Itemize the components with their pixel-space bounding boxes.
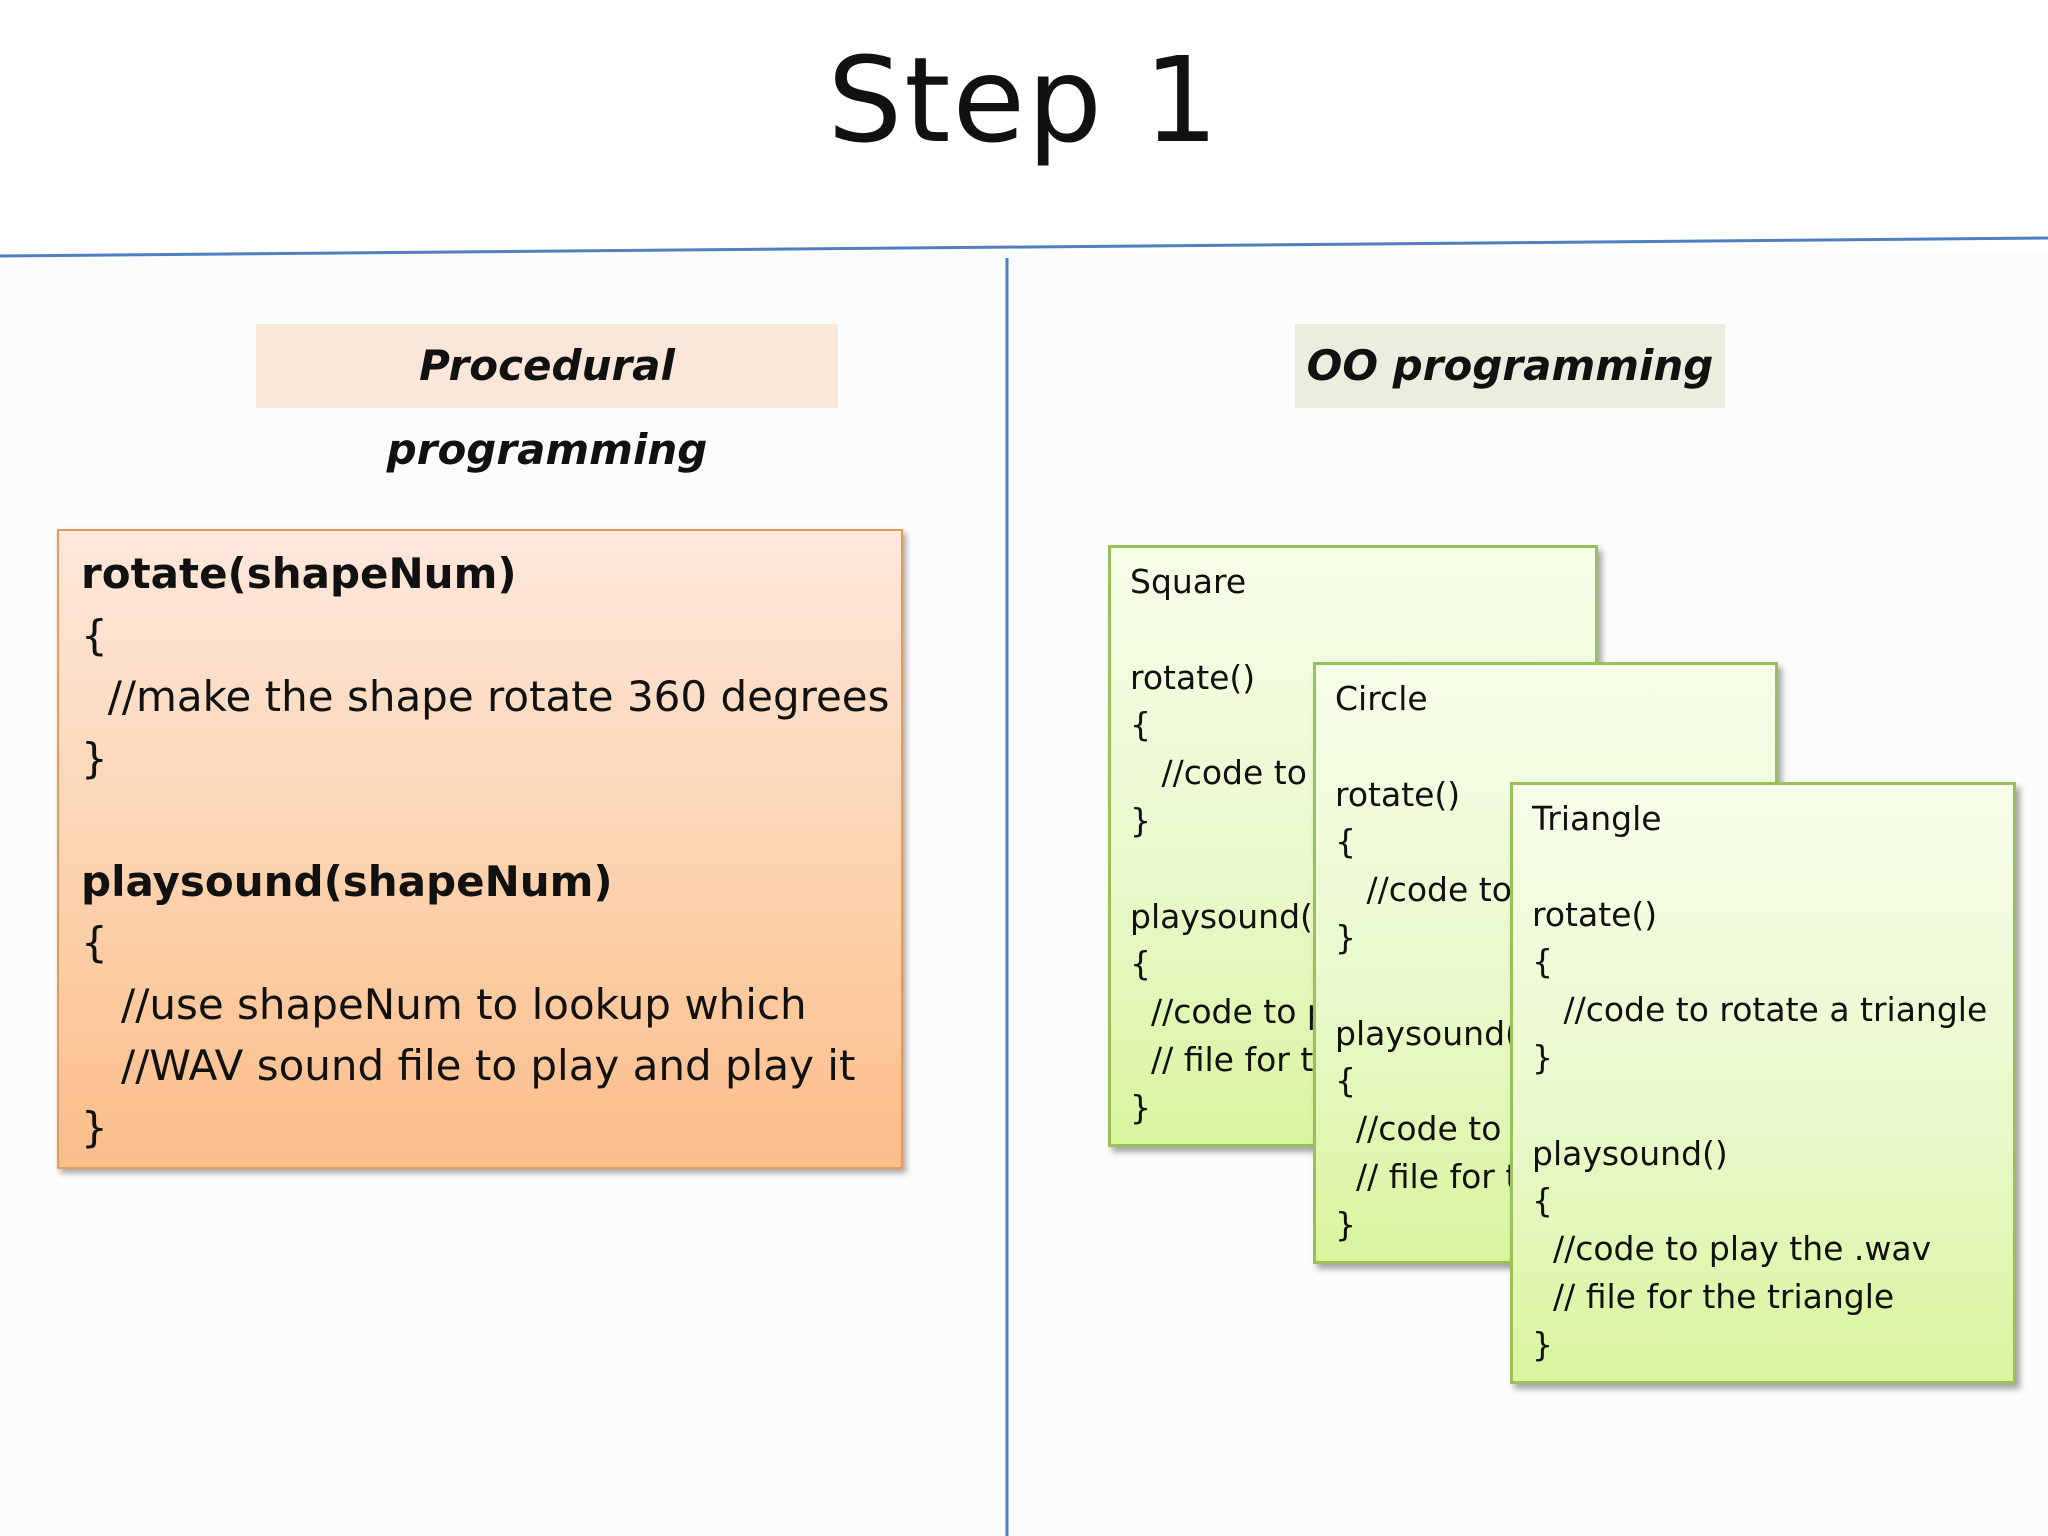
card-line (1130, 606, 1595, 654)
card-line (1335, 723, 1775, 771)
card-line: } (1335, 1204, 1356, 1244)
card-line: playsound() (1532, 1133, 1728, 1173)
code-line: rotate(shapeNum) (81, 549, 517, 598)
card-line: { (1532, 942, 1553, 982)
card-line: { (1532, 1181, 1553, 1221)
code-line: { (81, 918, 108, 967)
horizontal-divider (0, 236, 2048, 258)
card-line: //code to rotate a triangle (1532, 990, 1988, 1030)
triangle-class-card: Triangle rotate() { //code to rotate a t… (1510, 782, 2016, 1384)
code-line: //WAV sound file to play and play it (81, 1041, 856, 1090)
code-line: { (81, 610, 108, 660)
procedural-code-box: rotate(shapeNum) { //make the shape rota… (57, 529, 903, 1169)
card-line: } (1130, 800, 1151, 840)
oo-heading: OO programming (1295, 324, 1725, 408)
code-line: } (81, 1102, 108, 1152)
card-line: } (1532, 1324, 1553, 1364)
card-line: playsound() (1130, 896, 1326, 936)
card-line: //code to play the .wav (1532, 1229, 1932, 1269)
card-line: rotate() (1532, 894, 1658, 934)
card-line: rotate() (1335, 774, 1461, 814)
card-line: } (1335, 917, 1356, 957)
card-line: playsound() (1335, 1013, 1531, 1053)
card-line: Square (1130, 562, 1247, 601)
card-line: } (1130, 1087, 1151, 1127)
card-line (1532, 843, 2013, 891)
card-line: // file for the triangle (1532, 1276, 1895, 1316)
code-line: //make the shape rotate 360 degrees (81, 672, 890, 721)
procedural-heading: Procedural programming (256, 324, 838, 474)
card-line: Circle (1335, 679, 1428, 718)
code-line (81, 789, 881, 851)
card-line: rotate() (1130, 657, 1256, 697)
code-line: } (81, 733, 108, 783)
card-line: Triangle (1532, 799, 1662, 838)
card-line: { (1335, 1061, 1356, 1101)
slide-title: Step 1 (827, 31, 1221, 169)
card-line: { (1130, 705, 1151, 745)
card-line: { (1130, 944, 1151, 984)
code-line: playsound(shapeNum) (81, 856, 613, 906)
card-line: { (1335, 822, 1356, 862)
card-line: } (1532, 1037, 1553, 1077)
card-line (1532, 1082, 2013, 1130)
code-line: //use shapeNum to lookup which (81, 979, 807, 1029)
